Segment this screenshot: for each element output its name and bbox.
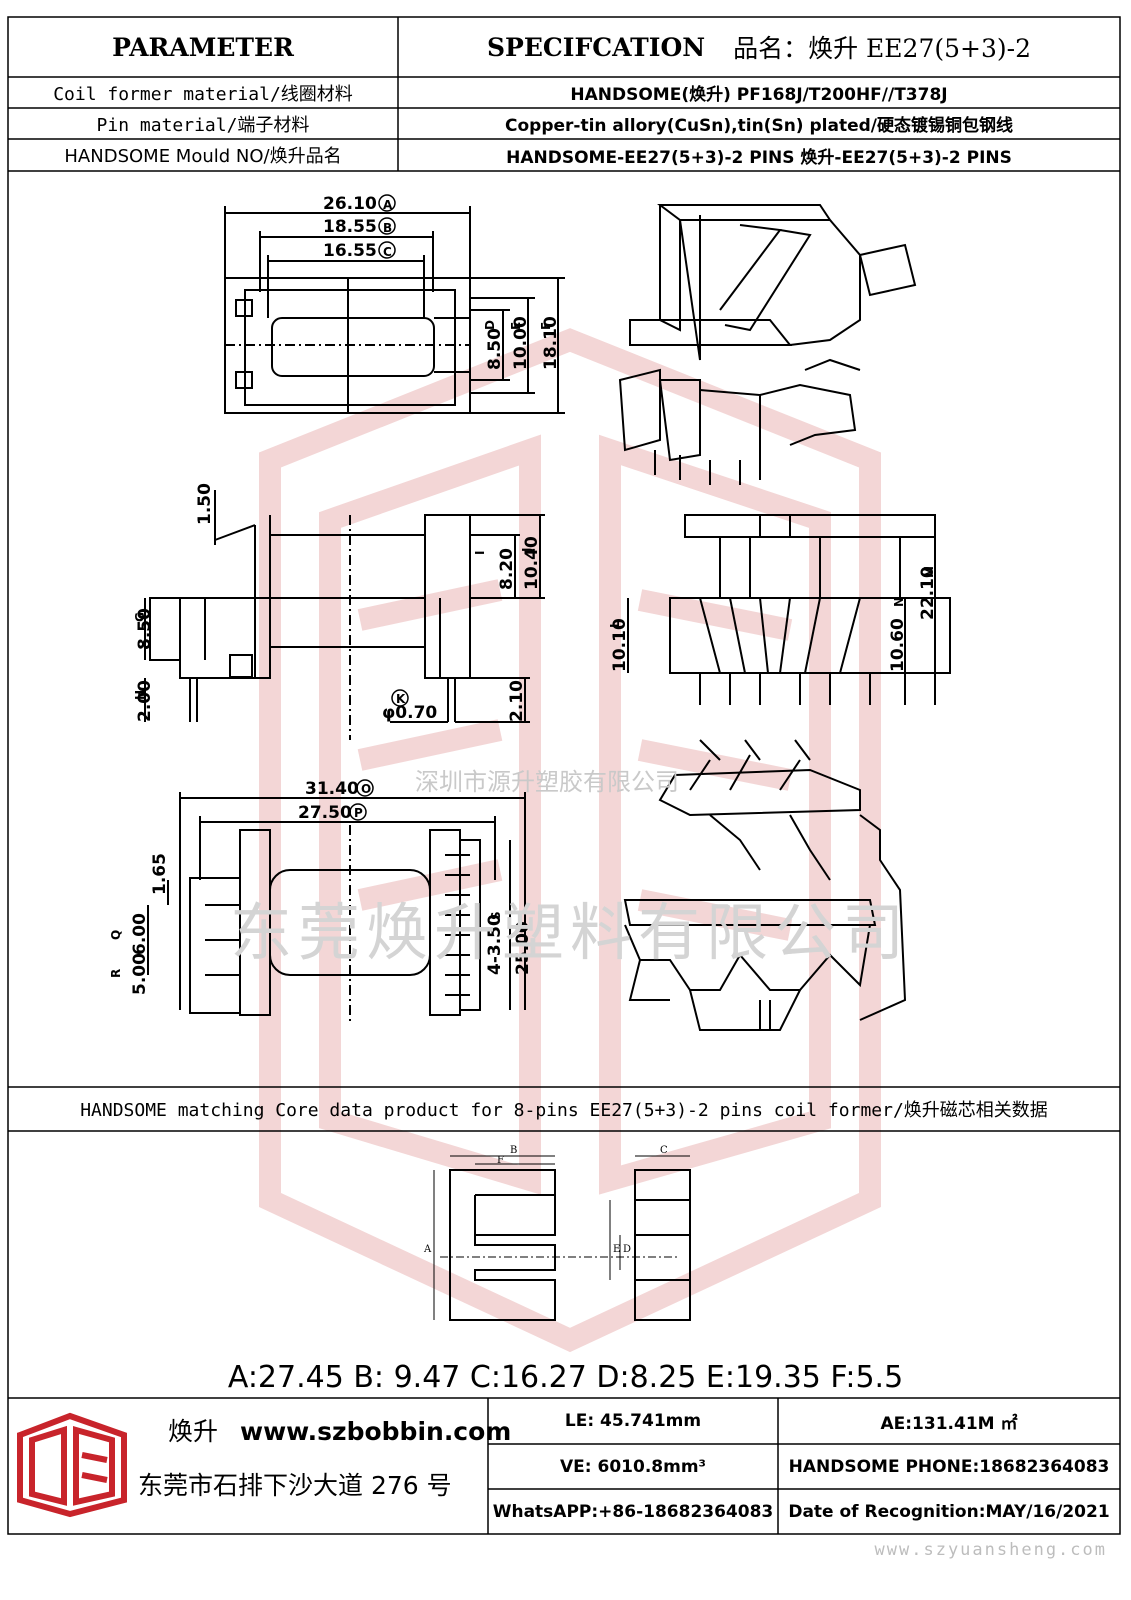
- label-a: A: [383, 198, 393, 212]
- dim-22-10: 22.10: [918, 566, 938, 620]
- parameter-header: PARAMETER: [112, 32, 294, 62]
- watermark-company-1: 深圳市源升塑胶有限公司: [415, 768, 679, 796]
- footer-date: Date of Recognition:MAY/16/2021: [788, 1501, 1110, 1522]
- spec-row-pin-material: Pin material/端子材料 Copper-tin allory(CuSn…: [8, 108, 1120, 139]
- dim-8-50-side: 8.50: [135, 608, 155, 650]
- core-label-e: E: [613, 1244, 620, 1255]
- label-o: O: [361, 782, 371, 796]
- label-b: B: [383, 221, 392, 235]
- core-label-f: F: [497, 1155, 504, 1166]
- label-j: J: [520, 548, 534, 553]
- core-label-d: D: [623, 1244, 631, 1255]
- label-i: I: [473, 551, 487, 555]
- dim-phi-0-70: φ0.70: [382, 703, 437, 723]
- spec-row-coil-material: Coil former material/线圈材料 HANDSOME(焕升) P…: [8, 77, 1120, 108]
- dim-18-10: 18.10: [541, 316, 561, 370]
- dim-18-55: 18.55: [323, 217, 377, 237]
- dim-26-10: 26.10: [323, 194, 377, 214]
- spec-label: Coil former material/线圈材料: [53, 83, 353, 105]
- dim-27-50: 27.50: [298, 803, 352, 823]
- footer-website[interactable]: www.szbobbin.com: [239, 1417, 512, 1446]
- footer-ve: VE: 6010.8mm³: [560, 1456, 706, 1477]
- label-s: S: [489, 911, 503, 920]
- dim-10-40: 10.40: [522, 536, 542, 590]
- dim-10-00: 10.00: [511, 316, 531, 370]
- core-drawing: B F C A E D: [423, 1145, 691, 1321]
- label-k: K: [396, 692, 406, 706]
- dim-5-00: 5.00: [130, 953, 150, 995]
- label-f: F: [539, 322, 553, 330]
- dim-6-00: 6.00: [130, 913, 150, 955]
- dim-16-55: 16.55: [323, 241, 377, 261]
- label-r: R: [109, 969, 123, 978]
- spec-value: Copper-tin allory(CuSn),tin(Sn) plated/硬…: [505, 116, 1013, 136]
- label-h: H: [133, 690, 147, 700]
- dim-8-50: 8.50: [485, 328, 505, 370]
- matching-core-title: HANDSOME matching Core data product for …: [80, 1100, 1048, 1121]
- label-c: C: [383, 245, 392, 259]
- dim-2-10: 2.10: [507, 680, 527, 722]
- spec-label: HANDSOME Mould NO/焕升品名: [64, 146, 342, 167]
- core-dimension-values: A:27.45 B: 9.47 C:16.27 D:8.25 E:19.35 F…: [227, 1360, 904, 1395]
- label-g: G: [133, 612, 147, 622]
- footer-phone: HANDSOME PHONE:18682364083: [788, 1456, 1110, 1477]
- front-view: [627, 514, 951, 705]
- dim-8-20: 8.20: [497, 548, 517, 590]
- dim-10-60: 10.60: [888, 618, 908, 672]
- handsome-logo-icon: [17, 1412, 127, 1518]
- dim-2-00: 2.00: [135, 680, 155, 722]
- label-l: L: [608, 620, 622, 628]
- core-label-a: A: [423, 1244, 432, 1255]
- product-name: 品名：焕升 EE27(5+3)-2: [733, 34, 1031, 63]
- label-e: E: [509, 322, 523, 330]
- spec-value: HANDSOME(焕升) PF168J/T200HF//T378J: [570, 85, 948, 105]
- label-d: D: [483, 320, 497, 330]
- spec-row-mould-no: HANDSOME Mould NO/焕升品名 HANDSOME-EE27(5+3…: [8, 139, 1120, 171]
- label-q: Q: [109, 930, 123, 940]
- footer-whatsapp: WhatsAPP:+86-18682364083: [492, 1501, 774, 1522]
- specification-header: SPECIFCATION 品名：焕升 EE27(5+3)-2: [398, 17, 1120, 77]
- watermark-company-2: 东莞焕升塑料有限公司: [230, 896, 911, 969]
- dim-10-10: 10.10: [610, 618, 630, 672]
- footer-le: LE: 45.741mm: [564, 1411, 702, 1431]
- isometric-view-1: [618, 204, 917, 485]
- spec-value: HANDSOME-EE27(5+3)-2 PINS 焕升-EE27(5+3)-2…: [506, 147, 1012, 168]
- label-m: M: [922, 566, 936, 578]
- dim-31-40: 31.40: [305, 779, 359, 799]
- label-n: N: [892, 597, 906, 607]
- dim-25-00: 25.00: [513, 921, 533, 975]
- bottom-view: [147, 792, 526, 1025]
- core-label-c: C: [660, 1145, 668, 1156]
- label-p: P: [354, 806, 363, 820]
- core-label-b: B: [510, 1145, 517, 1156]
- label-t: T: [517, 923, 531, 932]
- footer-address: 东莞市石排下沙大道 276 号: [138, 1471, 452, 1500]
- spec-label: Pin material/端子材料: [96, 114, 310, 136]
- footer-brand: 焕升 www.szbobbin.com: [168, 1417, 512, 1446]
- side-view: [144, 490, 545, 740]
- footer-ae: AE:131.41M ㎡: [880, 1413, 1018, 1434]
- top-view: [224, 206, 565, 414]
- technical-drawing: 26.10 A 18.55 B 16.55 C 8.50 D 10.00 E 1…: [109, 194, 951, 1031]
- dim-4-3-50: 4-3.50: [485, 914, 505, 975]
- isometric-view-2: [623, 739, 907, 1031]
- dim-1-65: 1.65: [150, 853, 170, 895]
- dim-1-50: 1.50: [195, 483, 215, 525]
- url-watermark: www.szyuansheng.com: [874, 1540, 1107, 1560]
